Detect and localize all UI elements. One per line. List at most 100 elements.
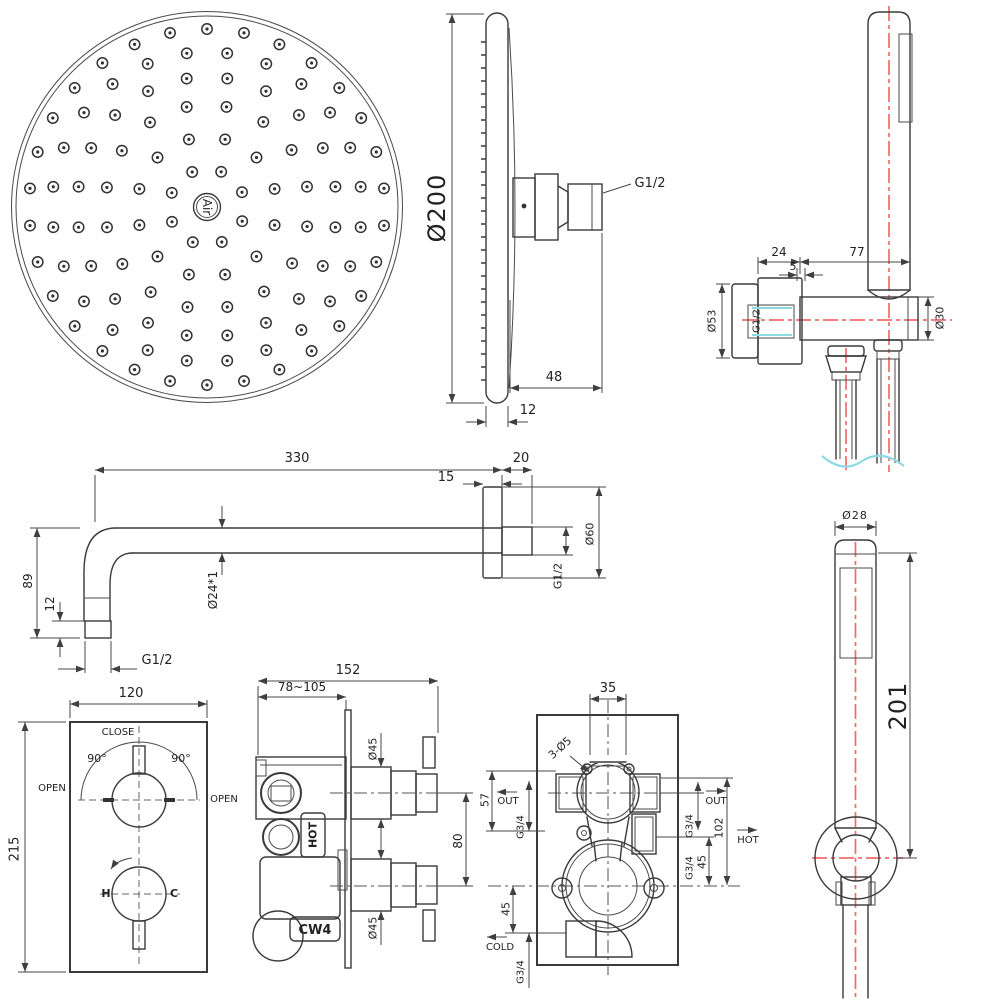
nozzle — [305, 345, 318, 357]
handshower-holder-view: G1/2 24 77 5 Ø53 Ø30 — [706, 6, 952, 472]
dim-arm-89: 89 — [21, 573, 35, 588]
nozzle — [128, 38, 141, 51]
nozzle — [324, 295, 336, 308]
nozzle — [180, 329, 193, 342]
nozzle — [186, 236, 199, 249]
overhead-shower-face: Air — [11, 11, 403, 403]
label-cold-c: C — [170, 887, 178, 900]
label-cold: COLD — [486, 942, 514, 953]
nozzle — [285, 144, 298, 156]
nozzle — [316, 142, 329, 154]
nozzle — [31, 146, 44, 158]
nozzle — [47, 221, 60, 234]
nozzle — [355, 112, 368, 124]
label-hot-h: H — [101, 887, 110, 900]
dim-arm-20: 20 — [513, 451, 530, 466]
nozzle — [109, 292, 122, 305]
nozzle — [238, 375, 250, 388]
dim-handshower-dia: Ø28 — [842, 509, 868, 522]
valve-front-view: 120 215 CLOSE 90° 90° OPEN OPEN H C — [8, 686, 238, 973]
dim-arm-12: 12 — [43, 596, 57, 611]
nozzle — [333, 81, 346, 94]
wand-outline — [867, 11, 911, 291]
arm-flange-thread — [501, 526, 533, 556]
nozzle — [260, 316, 272, 329]
nozzle — [201, 23, 213, 35]
nozzle — [72, 221, 85, 234]
nozzle — [72, 180, 85, 193]
nozzle — [181, 301, 194, 314]
nozzle — [24, 182, 36, 195]
nozzle — [133, 219, 146, 232]
nozzle — [182, 133, 195, 146]
nozzle — [305, 57, 318, 69]
nozzle — [142, 316, 154, 329]
dim-valve-width: 120 — [119, 686, 144, 701]
handshower-wand — [834, 539, 877, 829]
nozzle — [151, 250, 164, 263]
dim-ports-57: 57 — [479, 793, 492, 807]
rotation-arc — [80, 741, 198, 801]
label-g34-left: G3/4 — [516, 815, 527, 839]
dim-overhead-thickness: 12 — [520, 403, 537, 418]
nozzle — [166, 215, 178, 228]
nozzle — [260, 57, 273, 70]
nozzle — [221, 72, 234, 85]
nozzle — [96, 57, 109, 69]
nozzle-edge-ticks — [481, 41, 487, 381]
nozzle — [257, 115, 270, 128]
lower-handle[interactable] — [350, 858, 392, 912]
dim-holder-escutcheon: Ø53 — [706, 310, 719, 333]
nozzle — [46, 290, 59, 302]
nozzle — [355, 290, 368, 302]
dim-arm-length: 330 — [285, 451, 310, 466]
valve-ports-view: 35 3-Ø5 57 OUT G3/4 45 COLD G3/4 OUT G3/… — [479, 681, 760, 988]
nozzle — [142, 85, 154, 98]
holder-body — [799, 296, 919, 341]
dim-ports-45-left: 45 — [500, 902, 513, 916]
label-open-right: OPEN — [210, 794, 238, 805]
nozzle — [258, 285, 270, 298]
nozzle — [106, 324, 119, 336]
label-g34-bottom: G3/4 — [516, 960, 527, 984]
nozzle — [219, 268, 232, 281]
dim-arm-tube: Ø24*1 — [206, 571, 220, 609]
dim-lower-escutcheon: Ø45 — [367, 917, 380, 940]
label-out-right: OUT — [705, 796, 727, 807]
label-valveside-mark: CW4 — [299, 923, 332, 938]
nozzle — [164, 375, 176, 388]
label-arm-thread: G1/2 — [142, 653, 173, 668]
nozzle — [141, 344, 154, 357]
nozzle — [292, 292, 305, 305]
nozzle — [164, 26, 176, 39]
nozzle — [78, 106, 90, 119]
nozzle — [101, 221, 113, 234]
holder-flange — [757, 277, 803, 365]
dim-ports-102: 102 — [713, 818, 726, 839]
nozzle — [316, 260, 329, 272]
nozzle — [180, 101, 193, 113]
nozzle — [116, 258, 129, 270]
nozzle — [268, 182, 281, 195]
nozzle — [31, 256, 44, 268]
nozzle — [115, 144, 128, 157]
label-g34-right-2: G3/4 — [685, 856, 696, 880]
nozzle — [238, 26, 250, 39]
nozzle — [180, 354, 193, 367]
nozzle — [268, 219, 281, 232]
dim-arm-15: 15 — [438, 470, 455, 485]
knurled-ring — [534, 173, 559, 241]
nozzle — [354, 221, 367, 234]
nozzle — [370, 146, 383, 158]
nozzle — [260, 344, 273, 357]
label-valveside-hot: HOT — [307, 821, 320, 848]
label-g34-right-1: G3/4 — [685, 814, 696, 838]
dim-overhead-diameter: Ø200 — [423, 174, 451, 243]
arm-wall-flange — [482, 486, 503, 579]
label-angle-right: 90° — [171, 752, 191, 765]
nozzle — [295, 324, 308, 336]
nozzle — [215, 165, 228, 178]
dim-valveside-width: 152 — [336, 663, 361, 678]
nozzle — [221, 329, 234, 342]
